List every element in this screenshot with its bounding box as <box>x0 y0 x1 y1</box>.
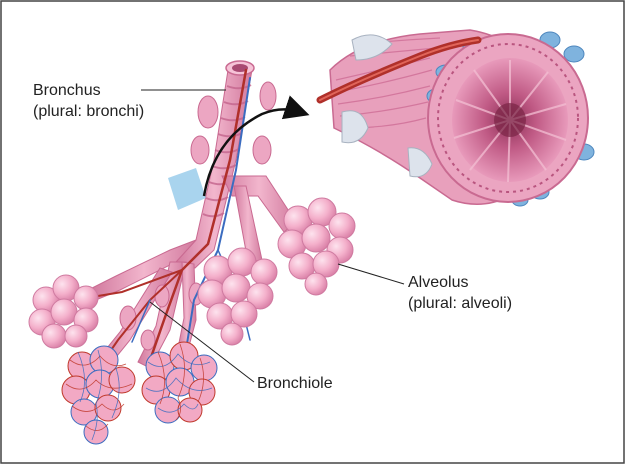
bronchus-label-name: Bronchus <box>33 80 144 101</box>
alveolus-label-name: Alveolus <box>408 272 512 293</box>
capillary-alveoli-left <box>62 346 135 444</box>
alveolus-label-plural: (plural: alveoli) <box>408 293 512 314</box>
bronchus-cross-section <box>320 30 594 206</box>
bronchiole-label: Bronchiole <box>257 373 333 394</box>
capillary-alveoli-right <box>142 342 217 423</box>
cross-section-plane <box>168 168 206 210</box>
alveoli-cluster-left <box>29 275 98 348</box>
alveoli-cluster-middle <box>198 248 277 345</box>
alveoli-cluster-right <box>278 198 355 295</box>
bronchiole-label-name: Bronchiole <box>257 373 333 394</box>
bronchus-label: Bronchus (plural: bronchi) <box>33 80 144 122</box>
alveolus-label: Alveolus (plural: alveoli) <box>408 272 512 314</box>
alveolus-leader-line <box>338 264 404 284</box>
bronchus-label-plural: (plural: bronchi) <box>33 101 144 122</box>
